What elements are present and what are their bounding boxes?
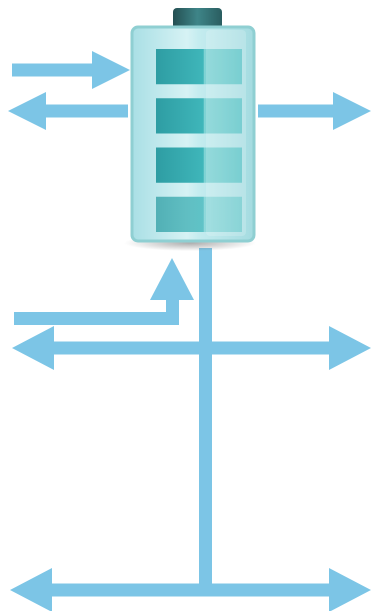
battery-cell bbox=[156, 147, 242, 183]
battery-highlight bbox=[206, 30, 246, 236]
arrow-in-top-left bbox=[12, 51, 130, 89]
battery-cell bbox=[156, 49, 242, 85]
trunk-line bbox=[199, 248, 212, 593]
upper-bus-arrow bbox=[12, 326, 371, 370]
battery-icon bbox=[124, 8, 256, 251]
battery-cells bbox=[156, 49, 242, 232]
arrow-out-right bbox=[258, 92, 371, 130]
flow-arrows bbox=[8, 51, 371, 611]
battery-cell bbox=[156, 98, 242, 134]
battery-cap bbox=[173, 8, 222, 30]
lower-bus-arrow bbox=[10, 568, 371, 611]
battery-cell bbox=[156, 196, 242, 232]
elbow-arrow-head bbox=[150, 258, 194, 300]
elbow-horizontal bbox=[14, 312, 179, 325]
arrow-out-left bbox=[8, 92, 128, 130]
